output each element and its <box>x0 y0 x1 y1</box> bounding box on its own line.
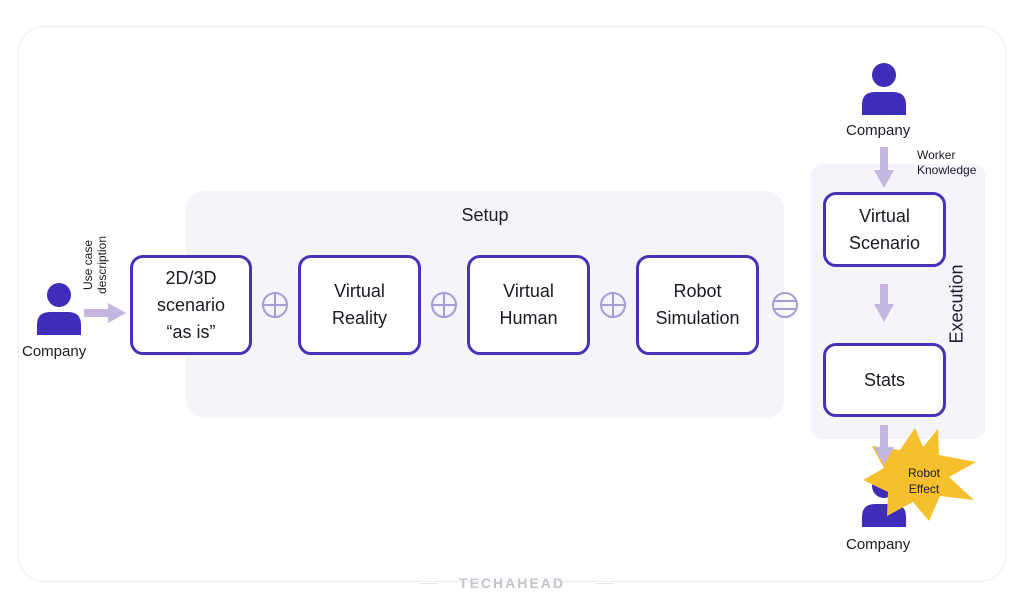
robot-effect-label: Robot Effect <box>907 466 941 496</box>
box-robot-simulation: Robot Simulation <box>636 255 759 355</box>
footer-line-right <box>596 583 614 584</box>
arrow-down-icon <box>874 284 894 322</box>
person-icon-left <box>37 283 81 335</box>
actor-label-top: Company <box>846 122 911 139</box>
arrow-down-icon <box>874 425 894 465</box>
box-virtual-scenario: Virtual Scenario <box>823 192 946 267</box>
use-case-label: Use case description <box>81 235 109 295</box>
plus-icon <box>262 292 288 318</box>
person-icon-top <box>862 63 906 115</box>
arrow-right-icon <box>84 303 126 323</box>
setup-title: Setup <box>461 205 509 225</box>
actor-label-bottom: Company <box>846 536 911 553</box>
brand-logo: TECHAHEAD <box>459 575 565 591</box>
equals-icon <box>772 292 798 318</box>
plus-icon <box>600 292 626 318</box>
box-virtual-reality: Virtual Reality <box>298 255 421 355</box>
box-scenario-as-is: 2D/3D scenario “as is” <box>130 255 252 355</box>
actor-label-left: Company <box>22 343 87 360</box>
worker-knowledge-label: Worker Knowledge <box>917 148 977 177</box>
box-stats: Stats <box>823 343 946 417</box>
plus-icon <box>431 292 457 318</box>
footer-line-left <box>420 583 438 584</box>
box-virtual-human: Virtual Human <box>467 255 590 355</box>
arrow-down-icon <box>874 147 894 188</box>
